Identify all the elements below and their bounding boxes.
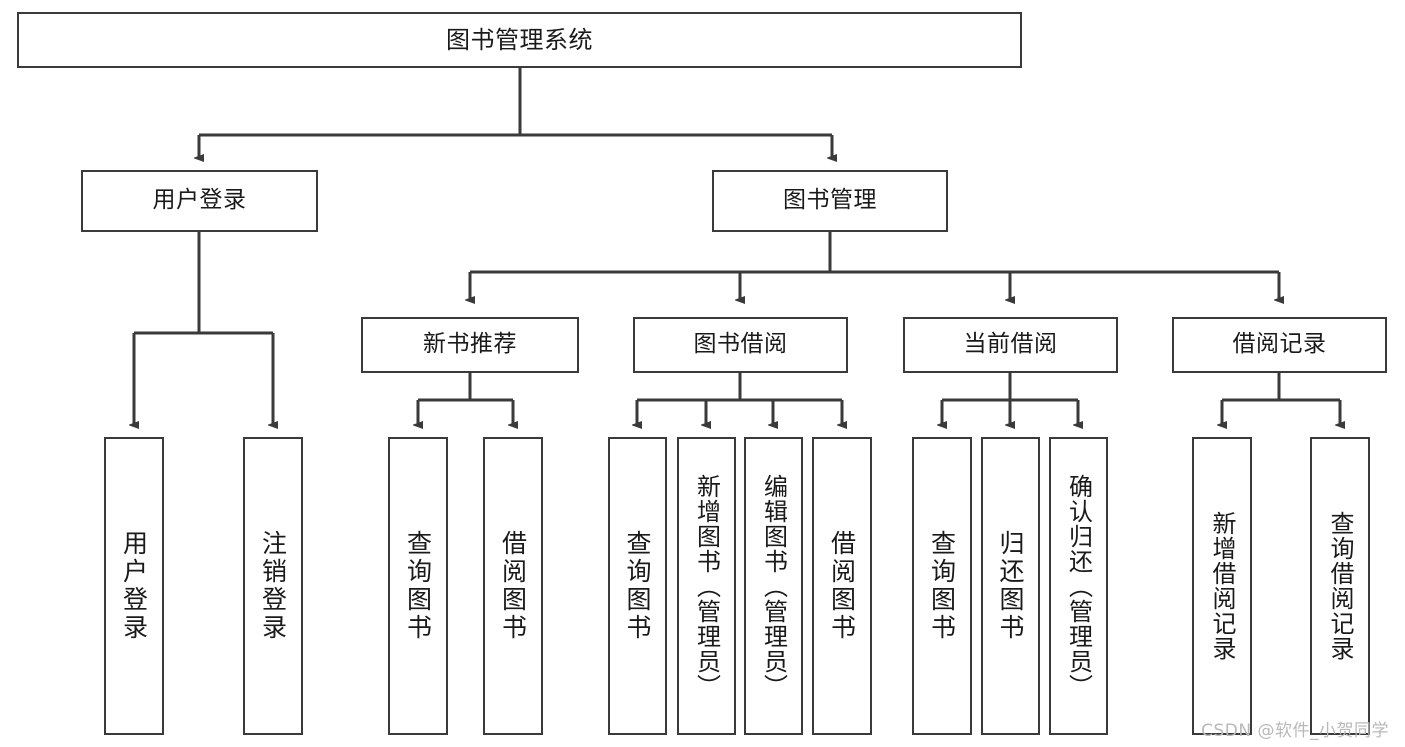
node-user-login[interactable]: 用户登录 — [81, 170, 318, 232]
node-leaf-query-book-1[interactable]: 查询图书 — [388, 437, 448, 735]
node-leaf-return-book[interactable]: 归还图书 — [981, 437, 1040, 735]
node-borrow-record[interactable]: 借阅记录 — [1172, 317, 1387, 373]
node-leaf-edit-book-label: 编辑图书（管理员） — [759, 473, 788, 699]
node-leaf-add-book[interactable]: 新增图书（管理员） — [677, 437, 736, 735]
node-leaf-borrow-book-1[interactable]: 借阅图书 — [483, 437, 543, 735]
node-root-label: 图书管理系统 — [446, 25, 593, 54]
node-leaf-query-record[interactable]: 查询借阅记录 — [1310, 437, 1370, 735]
node-leaf-return-book-label: 归还图书 — [996, 530, 1025, 642]
node-book-borrow[interactable]: 图书借阅 — [633, 317, 848, 373]
node-leaf-user-logout[interactable]: 注销登录 — [243, 437, 303, 735]
node-new-book-recommend[interactable]: 新书推荐 — [361, 317, 579, 373]
node-leaf-user-login[interactable]: 用户登录 — [104, 437, 164, 735]
node-leaf-user-login-label: 用户登录 — [119, 530, 149, 642]
node-book-manage[interactable]: 图书管理 — [712, 170, 948, 232]
node-leaf-edit-book[interactable]: 编辑图书（管理员） — [744, 437, 803, 735]
node-leaf-query-book-3[interactable]: 查询图书 — [912, 437, 972, 735]
watermark: CSDN @软件_小贺同学 — [1201, 721, 1389, 741]
node-leaf-query-book-1-label: 查询图书 — [403, 530, 433, 642]
node-leaf-borrow-book-2[interactable]: 借阅图书 — [812, 437, 872, 735]
node-leaf-add-record[interactable]: 新增借阅记录 — [1192, 437, 1252, 735]
node-current-borrow[interactable]: 当前借阅 — [903, 317, 1118, 373]
node-leaf-add-record-label: 新增借阅记录 — [1208, 511, 1236, 661]
node-new-book-recommend-label: 新书推荐 — [423, 331, 517, 358]
node-leaf-confirm-return-label: 确认归还（管理员） — [1064, 473, 1093, 699]
node-leaf-confirm-return[interactable]: 确认归还（管理员） — [1049, 437, 1108, 735]
node-leaf-query-book-2[interactable]: 查询图书 — [608, 437, 667, 735]
node-leaf-borrow-book-1-label: 借阅图书 — [498, 530, 528, 642]
node-root[interactable]: 图书管理系统 — [17, 12, 1022, 68]
node-book-borrow-label: 图书借阅 — [693, 331, 788, 358]
node-leaf-add-book-label: 新增图书（管理员） — [692, 473, 721, 699]
node-leaf-query-record-label: 查询借阅记录 — [1326, 511, 1354, 661]
node-user-login-label: 用户登录 — [152, 187, 247, 214]
node-leaf-borrow-book-2-label: 借阅图书 — [827, 530, 857, 642]
node-leaf-query-book-3-label: 查询图书 — [927, 530, 957, 642]
node-book-manage-label: 图书管理 — [783, 187, 877, 214]
node-borrow-record-label: 借阅记录 — [1232, 331, 1327, 358]
node-current-borrow-label: 当前借阅 — [963, 331, 1058, 358]
node-leaf-query-book-2-label: 查询图书 — [623, 530, 652, 642]
node-leaf-user-logout-label: 注销登录 — [258, 530, 288, 642]
